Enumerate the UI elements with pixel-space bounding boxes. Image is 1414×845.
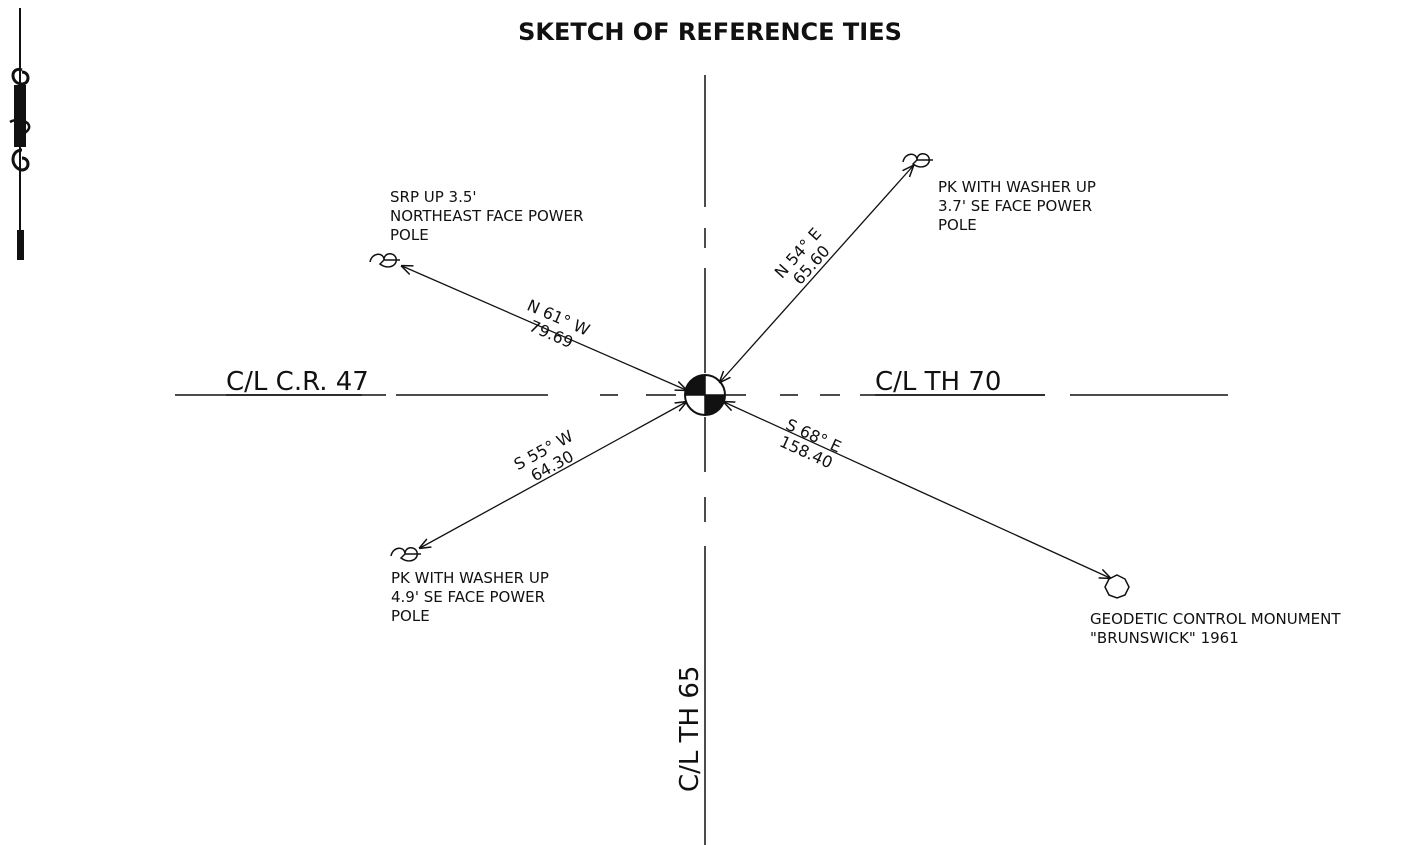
tie-note-line: PK WITH WASHER UP: [938, 178, 1096, 196]
tie-note-line: POLE: [938, 216, 977, 234]
tie-note-line: PK WITH WASHER UP: [391, 569, 549, 587]
nail-icon: [369, 253, 400, 268]
tie-note-line: POLE: [390, 226, 429, 244]
nail-icon: [902, 153, 933, 168]
tie-note-line: NORTHEAST FACE POWER: [390, 207, 584, 225]
tie-sw: PK WITH WASHER UP 4.9' SE FACE POWER POL…: [390, 402, 686, 625]
tie-note-nw: SRP UP 3.5' NORTHEAST FACE POWER POLE: [390, 188, 588, 244]
tie-note-sw: PK WITH WASHER UP 4.9' SE FACE POWER POL…: [391, 569, 554, 625]
hexagon-monument-icon: [1104, 574, 1130, 599]
road-label-east: C/L TH 70: [875, 367, 1001, 397]
tie-ne: PK WITH WASHER UP 3.7' SE FACE POWER POL…: [720, 153, 1101, 382]
tie-note-line: GEODETIC CONTROL MONUMENT: [1090, 610, 1341, 628]
sketch-title: SKETCH OF REFERENCE TIES: [518, 18, 902, 46]
tie-line-ne: [720, 166, 913, 382]
tie-note-line: 3.7' SE FACE POWER: [938, 197, 1092, 215]
quartered-circle-icon: [684, 374, 726, 416]
road-label-west: C/L C.R. 47: [226, 367, 369, 397]
tie-nw: SRP UP 3.5' NORTHEAST FACE POWER POLE N …: [369, 188, 686, 390]
tie-note-line: SRP UP 3.5': [390, 188, 477, 206]
tie-line-nw: [402, 266, 686, 390]
nail-icon: [390, 547, 421, 562]
tie-se: GEODETIC CONTROL MONUMENT "BRUNSWICK" 19…: [724, 402, 1345, 647]
tie-note-line: "BRUNSWICK" 1961: [1090, 629, 1239, 647]
tie-note-line: POLE: [391, 607, 430, 625]
tie-note-line: 4.9' SE FACE POWER: [391, 588, 545, 606]
road-label-south: C/L TH 65: [675, 666, 705, 792]
tie-line-sw: [420, 402, 686, 548]
tie-line-se: [724, 402, 1110, 578]
north-arrow-icon: [9, 8, 31, 260]
tie-note-ne: PK WITH WASHER UP 3.7' SE FACE POWER POL…: [938, 178, 1101, 234]
tie-note-se: GEODETIC CONTROL MONUMENT "BRUNSWICK" 19…: [1090, 610, 1345, 647]
